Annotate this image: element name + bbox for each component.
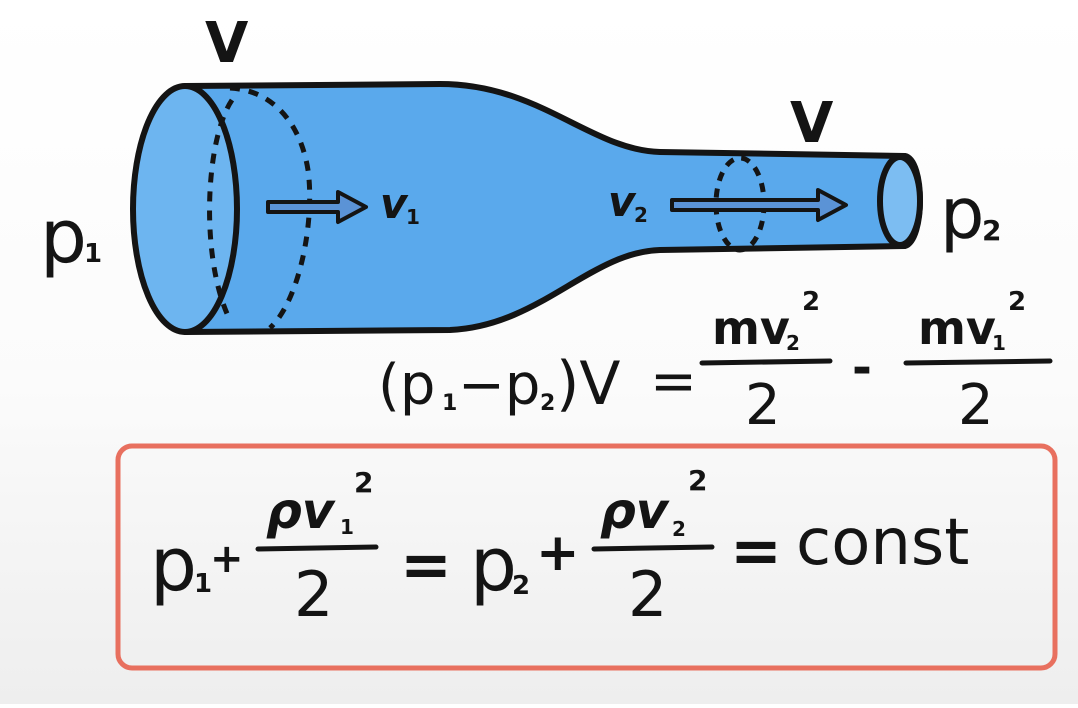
- work-eq-equals: =: [650, 349, 697, 414]
- bernoulli-equation: p 1 + ρv 1 2 2 = p 2 + ρv 2 2 2 = const: [150, 464, 969, 631]
- pressure-label-left-sub: 1: [84, 239, 102, 269]
- bernoulli-frac1-sup: 2: [354, 466, 373, 499]
- bernoulli-frac2-denominator: 2: [628, 558, 667, 631]
- velocity-label-left-base: v: [380, 179, 409, 228]
- work-eq-minus-p: −p: [458, 353, 540, 418]
- pressure-label-left-base: p: [40, 194, 87, 280]
- pressure-label-right: p 2: [940, 173, 1001, 255]
- bernoulli-p2-sub: 2: [512, 571, 530, 601]
- left-volume-back-edge: [207, 98, 235, 322]
- velocity-label-left: v 1: [380, 179, 420, 229]
- work-energy-equation: (p 1 −p 2 )V = mv 2 2 2 - mv 1 2 2: [378, 287, 1053, 438]
- work-eq-frac2-sup: 2: [1008, 287, 1026, 317]
- pipe: [130, 81, 923, 335]
- work-eq-frac2-denominator: 2: [958, 373, 994, 438]
- velocity-arrow-right: [670, 188, 848, 222]
- volume-label-left: V: [205, 11, 249, 76]
- velocity-label-right-sub: 2: [634, 203, 648, 227]
- bernoulli-frac1-denominator: 2: [294, 558, 333, 631]
- pipe-left-opening: [130, 83, 240, 335]
- left-volume-slice: [229, 85, 313, 330]
- work-eq-minus: -: [852, 340, 872, 396]
- bernoulli-frac2-sup: 2: [688, 464, 707, 497]
- volume-label-right: V: [790, 91, 834, 156]
- bernoulli-p2: p: [470, 522, 517, 608]
- velocity-arrow-left: [266, 190, 368, 224]
- work-eq-frac1-sup: 2: [802, 287, 820, 317]
- pipe-right-opening: [877, 154, 923, 248]
- bernoulli-frac1-sub: 1: [340, 515, 354, 539]
- bernoulli-frac1-bar: [255, 544, 379, 552]
- work-eq-sub1: 1: [442, 391, 457, 416]
- bernoulli-highlight-box: [115, 443, 1058, 671]
- work-eq-open-paren-p: (p: [378, 353, 435, 418]
- bernoulli-p1-sub: 1: [194, 569, 212, 599]
- velocity-label-left-sub: 1: [406, 205, 420, 229]
- work-eq-frac1-bar: [699, 358, 833, 366]
- bernoulli-const: const: [796, 506, 969, 580]
- velocity-label-right-base: v: [608, 177, 637, 226]
- work-eq-frac2-numerator: mv: [918, 301, 996, 355]
- bernoulli-equals-1: =: [400, 528, 452, 601]
- bernoulli-p1: p: [150, 522, 197, 608]
- pressure-label-right-sub: 2: [982, 214, 1001, 247]
- work-eq-frac2-bar: [903, 358, 1053, 366]
- work-eq-close-paren-v: )V: [556, 349, 620, 419]
- bernoulli-equals-2: =: [730, 514, 782, 587]
- pressure-label-right-base: p: [940, 173, 984, 255]
- bernoulli-plus-2: +: [536, 523, 580, 583]
- bernoulli-frac1-numerator: ρv: [266, 482, 336, 540]
- bernoulli-frac2-sub: 2: [672, 517, 686, 541]
- work-eq-frac1-numerator: mv: [712, 301, 790, 355]
- bernoulli-frac2-bar: [591, 544, 715, 552]
- pressure-label-left: p 1: [40, 194, 102, 280]
- work-eq-frac1-sub: 2: [786, 331, 800, 355]
- bernoulli-plus-1: +: [210, 536, 244, 582]
- work-eq-frac1-denominator: 2: [745, 373, 781, 438]
- work-eq-frac2-sub: 1: [992, 331, 1006, 355]
- work-eq-sub2: 2: [540, 391, 555, 416]
- bernoulli-frac2-numerator: ρv: [600, 482, 670, 540]
- velocity-label-right: v 2: [608, 177, 648, 227]
